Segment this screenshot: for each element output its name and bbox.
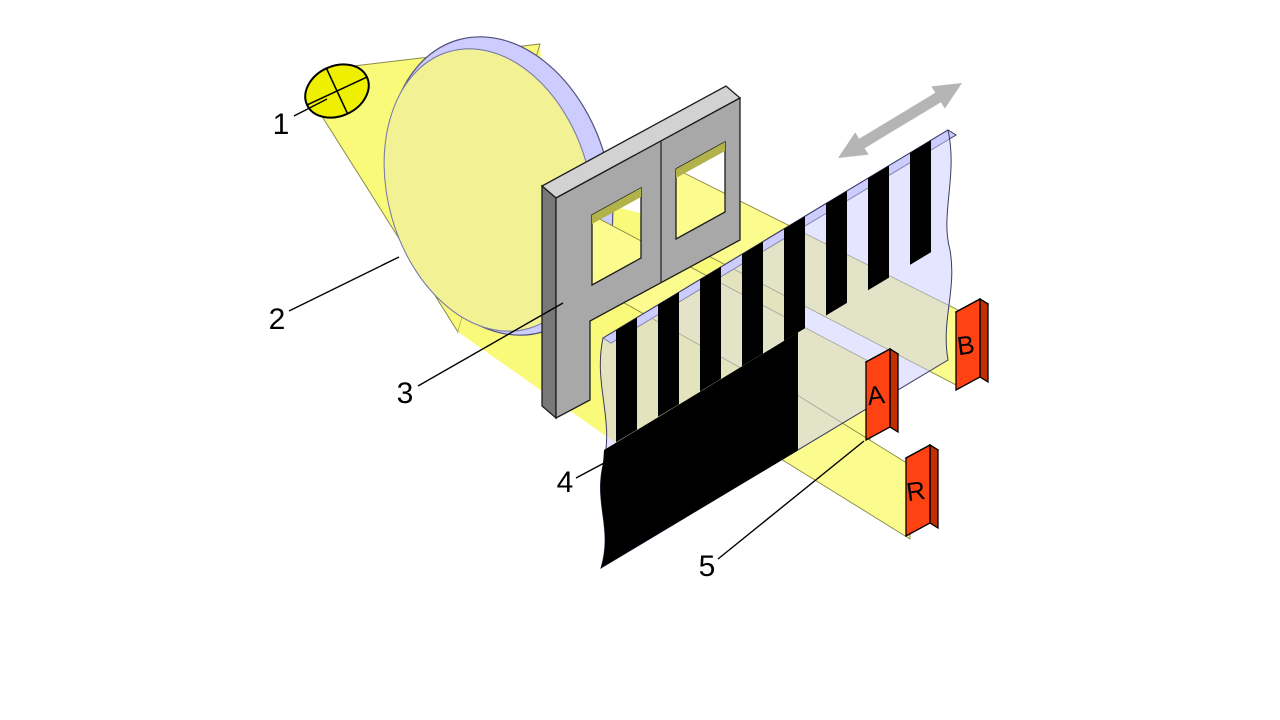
light-source <box>304 63 370 119</box>
callout-label-5: 5 <box>699 550 716 583</box>
callout-line-4 <box>575 461 607 479</box>
stripe <box>700 266 721 392</box>
detector-a: A <box>864 347 900 442</box>
callout-label-2: 2 <box>269 303 286 336</box>
callout-label-1: 1 <box>273 108 290 141</box>
detector-b-side-face <box>979 297 989 384</box>
detector-b-label: B <box>955 329 976 361</box>
stripe <box>742 241 763 367</box>
detector-a-side-face <box>889 347 899 434</box>
mask-aperture-1-inner-edge <box>592 188 641 224</box>
stripe <box>826 190 847 316</box>
mask-aperture-2-inner-edge <box>676 142 725 178</box>
detector-b-front-face <box>955 297 981 392</box>
stripe <box>616 317 637 443</box>
code-strip <box>599 129 957 570</box>
detector-r-front-face <box>905 443 931 538</box>
stripe <box>784 216 805 341</box>
detector-a-label: A <box>865 379 887 411</box>
bulb-filament-cross-v <box>325 68 349 114</box>
callout-line-5 <box>717 440 865 560</box>
mask-side-face <box>541 184 557 420</box>
index-track-black-area <box>600 332 798 568</box>
detector-a-front-face <box>865 347 891 442</box>
motion-double-arrow <box>838 83 962 158</box>
callout-line-1 <box>293 98 328 117</box>
detector-b: B <box>954 297 990 392</box>
callout-line-3 <box>417 302 564 387</box>
stripe <box>868 165 889 291</box>
detector-r-label: R <box>904 475 927 507</box>
stripe <box>910 140 931 265</box>
callout-label-4: 4 <box>557 466 574 499</box>
callout-line-2 <box>288 256 400 312</box>
callouts: 1 2 3 4 5 <box>269 98 865 583</box>
callout-label-3: 3 <box>397 377 414 410</box>
detector-r: R <box>904 443 940 538</box>
stripe <box>658 292 679 417</box>
detector-r-side-face <box>929 443 939 530</box>
aperture-mask <box>540 85 742 420</box>
code-strip-stripes <box>616 140 931 443</box>
